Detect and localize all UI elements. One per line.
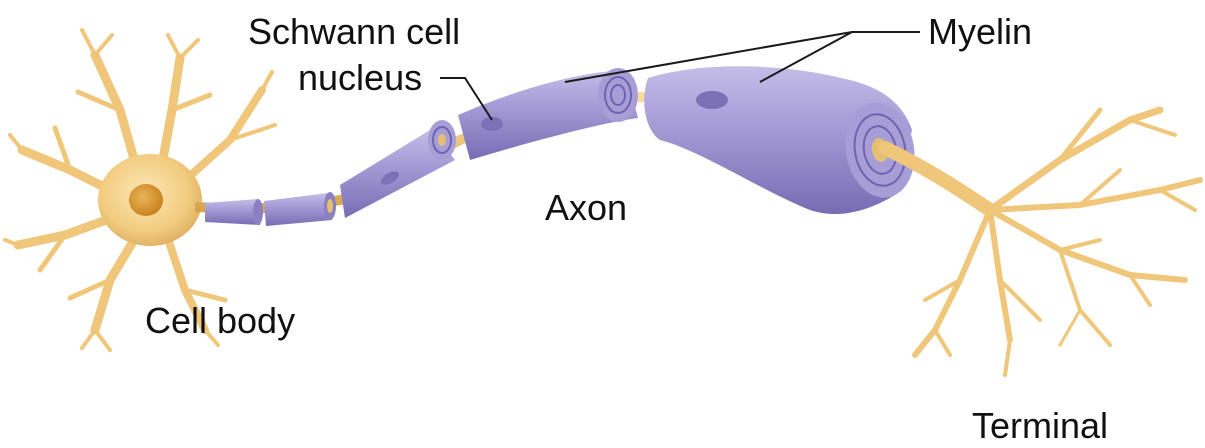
myelin-segment — [644, 66, 922, 214]
label-axon: Axon — [545, 190, 627, 226]
label-myelin: Myelin — [928, 14, 1032, 50]
label-nucleus: nucleus — [298, 60, 422, 96]
cell-nucleus — [129, 184, 163, 216]
schwann-nucleus — [696, 91, 728, 109]
myelin-segment — [205, 199, 263, 225]
axon-terminal-branches — [885, 110, 1200, 375]
label-schwann-cell: Schwann cell — [248, 14, 460, 50]
myelin-segment — [340, 120, 456, 218]
label-terminal: Terminal — [972, 408, 1108, 444]
myelin-segment — [458, 68, 638, 160]
label-cell-body: Cell body — [145, 303, 295, 339]
myelin-segment — [264, 192, 336, 226]
